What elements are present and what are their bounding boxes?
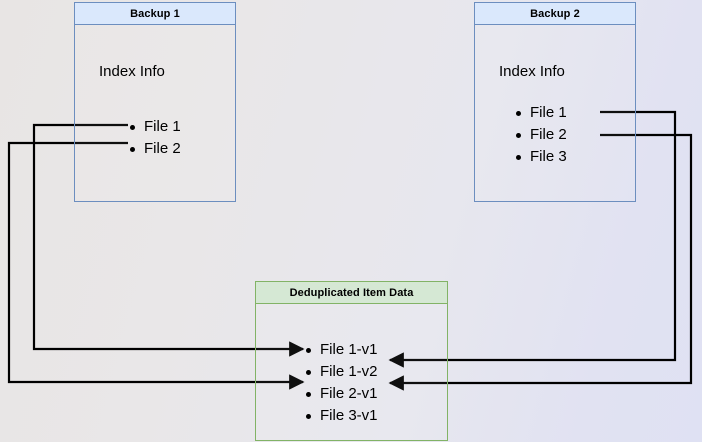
backup1-title: Backup 1 (75, 3, 235, 25)
list-item[interactable]: File 2 (513, 124, 567, 146)
backup1-box[interactable]: Backup 1 Index Info File 1 File 2 (74, 2, 236, 202)
list-item[interactable]: File 2 (127, 138, 181, 160)
backup2-title: Backup 2 (475, 3, 635, 25)
list-item[interactable]: File 1-v1 (303, 339, 378, 361)
list-item[interactable]: File 2-v1 (303, 383, 378, 405)
list-item[interactable]: File 3-v1 (303, 405, 378, 427)
backup2-file-list: File 1 File 2 File 3 (513, 102, 567, 168)
backup1-file-list: File 1 File 2 (127, 116, 181, 160)
dedup-box[interactable]: Deduplicated Item Data File 1-v1 File 1-… (255, 281, 448, 441)
backup1-index-label: Index Info (99, 63, 165, 80)
list-item[interactable]: File 1-v2 (303, 361, 378, 383)
backup2-box[interactable]: Backup 2 Index Info File 1 File 2 File 3 (474, 2, 636, 202)
list-item[interactable]: File 3 (513, 146, 567, 168)
list-item[interactable]: File 1 (513, 102, 567, 124)
dedup-title: Deduplicated Item Data (256, 282, 447, 304)
backup2-index-label: Index Info (499, 63, 565, 80)
list-item[interactable]: File 1 (127, 116, 181, 138)
dedup-item-list: File 1-v1 File 1-v2 File 2-v1 File 3-v1 (303, 339, 378, 427)
